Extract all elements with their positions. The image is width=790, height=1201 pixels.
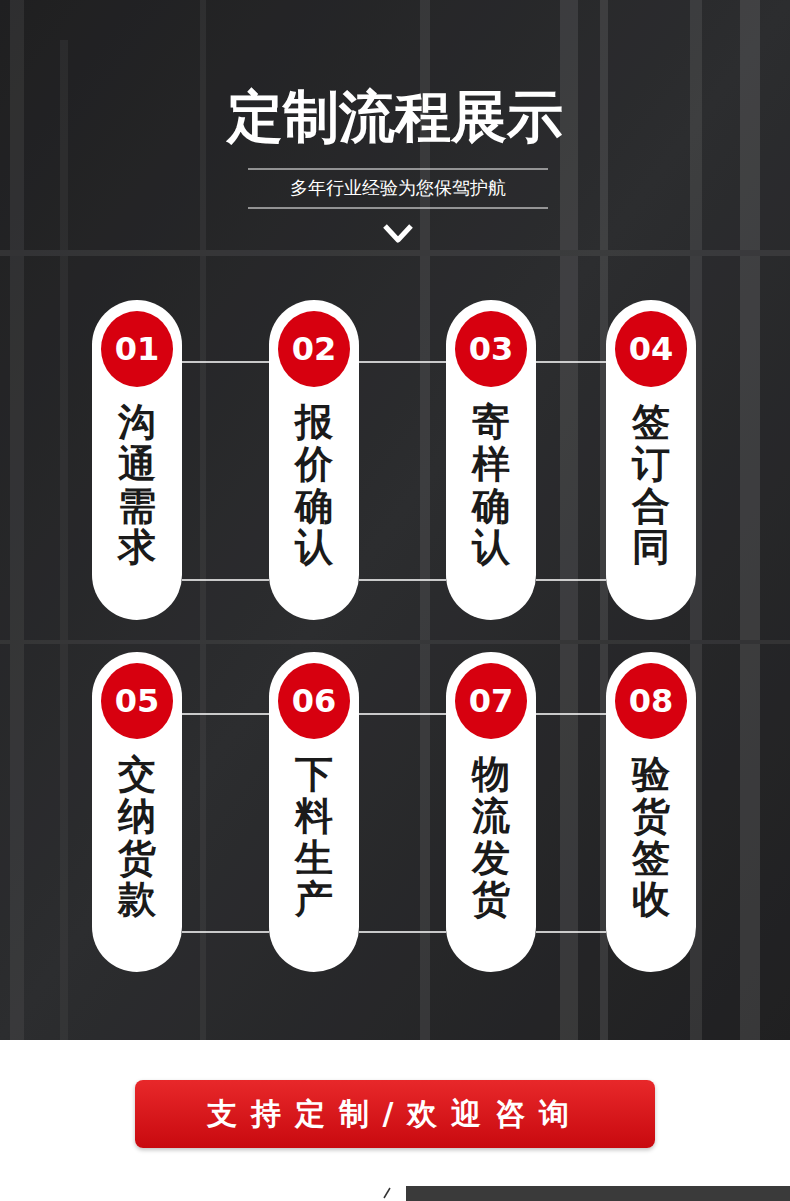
- step-connector: [182, 713, 269, 715]
- step-number: 01: [115, 333, 160, 365]
- step-name: 验货签收: [632, 754, 670, 921]
- step-number: 03: [469, 333, 514, 365]
- step-name: 寄样确认: [472, 402, 510, 569]
- step-connector: [536, 361, 606, 363]
- step-connector: [182, 931, 269, 933]
- step-number-circle: 08: [615, 663, 687, 739]
- step-number-circle: 06: [278, 663, 350, 739]
- step-number: 05: [115, 685, 160, 717]
- rack-stripes: [0, 0, 790, 1040]
- subtitle-rule: [248, 208, 548, 209]
- photo-shade: [0, 0, 790, 1040]
- step-name: 交纳货款: [118, 754, 156, 921]
- step-name: 报价确认: [295, 402, 333, 569]
- step-name: 签订合同: [632, 402, 670, 569]
- step-number: 02: [292, 333, 337, 365]
- step-connector: [536, 931, 606, 933]
- step-connector: [359, 579, 446, 581]
- step-connector: [359, 713, 446, 715]
- step-connector: [536, 579, 606, 581]
- step-name: 下料生产: [295, 754, 333, 921]
- step-number: 07: [469, 685, 514, 717]
- step-number-circle: 03: [455, 311, 527, 387]
- page-title: 定制流程展示: [0, 82, 790, 152]
- consult-banner: 支持定制/欢迎咨询: [135, 1080, 655, 1148]
- step-number-circle: 07: [455, 663, 527, 739]
- step-box: 下料生产 06: [269, 652, 359, 972]
- chevron-down: [385, 226, 411, 240]
- step-box: 寄样确认 03: [446, 300, 536, 620]
- step-connector: [182, 361, 269, 363]
- step-number-circle: 01: [101, 311, 173, 387]
- step-box: 验货签收 08: [606, 652, 696, 972]
- step-box: 交纳货款 05: [92, 652, 182, 972]
- slash-mark: [384, 1188, 390, 1198]
- step-name: 物流发货: [472, 754, 510, 921]
- step-number: 08: [629, 685, 674, 717]
- step-number-circle: 04: [615, 311, 687, 387]
- banner-text: 支持定制/欢迎咨询: [207, 1096, 584, 1132]
- step-number-circle: 05: [101, 663, 173, 739]
- next-photo-edge: [406, 1186, 790, 1201]
- step-connector: [359, 361, 446, 363]
- subtitle: 多年行业经验为您保驾护航: [248, 176, 548, 200]
- step-number: 04: [629, 333, 674, 365]
- step-connector: [536, 713, 606, 715]
- step-number: 06: [292, 685, 337, 717]
- step-box: 报价确认 02: [269, 300, 359, 620]
- step-connector: [359, 931, 446, 933]
- step-number-circle: 02: [278, 311, 350, 387]
- subtitle-rule: [248, 169, 548, 170]
- step-box: 物流发货 07: [446, 652, 536, 972]
- step-name: 沟通需求: [118, 402, 156, 569]
- step-connector: [182, 579, 269, 581]
- step-box: 签订合同 04: [606, 300, 696, 620]
- photo-ground: [0, 0, 790, 1040]
- step-box: 沟通需求 01: [92, 300, 182, 620]
